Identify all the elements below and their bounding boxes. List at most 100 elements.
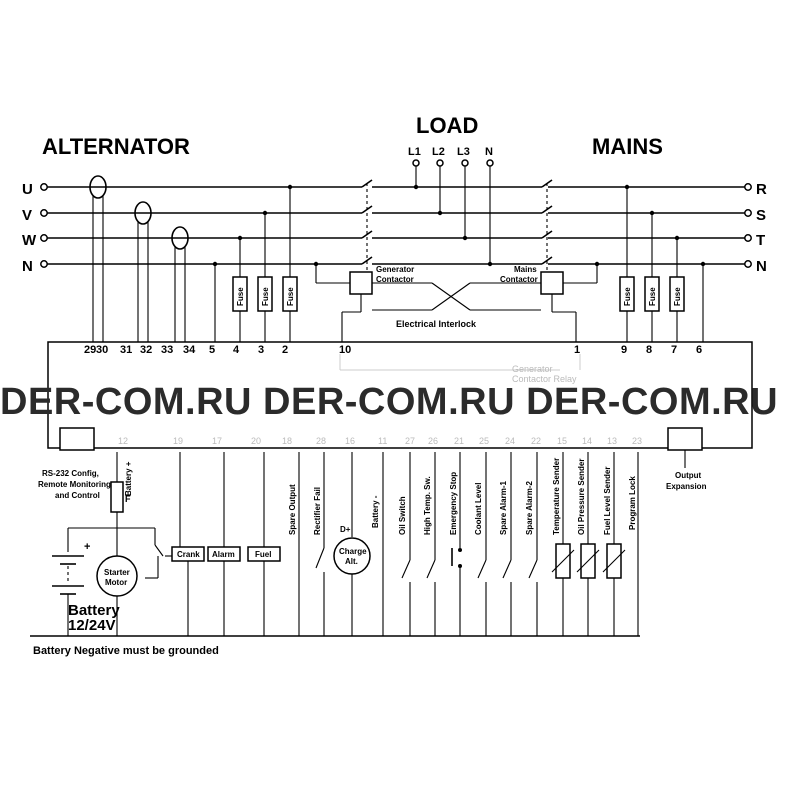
fuse-label: Fuse (261, 287, 270, 306)
alternator-phase-u: U (22, 181, 33, 198)
rs232-label-1: RS-232 Config, (42, 469, 99, 478)
bottom-terminal-23: 23 (632, 436, 642, 446)
ghost-text-1: Generator (512, 364, 553, 374)
starter-motor-label-2: Motor (105, 578, 127, 587)
rs232-label-3: and Control (55, 491, 100, 500)
fuse-alt-3: Fuse (257, 276, 273, 312)
bottom-terminal-28: 28 (316, 436, 326, 446)
starter-motor-label-1: Starter (104, 568, 130, 577)
top-terminal-30: 30 (96, 344, 108, 356)
generator-contactor-label-1: Generator (376, 265, 414, 274)
mains-contactor-label-1: Mains (514, 265, 537, 274)
load-line-l3: L3 (457, 146, 470, 158)
mains-phase-t: T (756, 232, 765, 249)
top-terminal-7: 7 (671, 344, 677, 356)
controller-module (47, 341, 753, 449)
signal-label-9: Temperature Sender (552, 458, 561, 535)
bottom-terminal-12: 12 (118, 436, 128, 446)
relay-wires (187, 452, 265, 636)
charge-alt-label-1: Charge (339, 547, 367, 556)
crank-label: Crank (177, 550, 200, 559)
load-title: LOAD (416, 113, 478, 138)
battery-symbol (52, 555, 84, 636)
rs232-label-2: Remote Monitoring (38, 480, 111, 489)
top-terminal-33: 33 (161, 344, 173, 356)
temperature-sender (551, 543, 575, 579)
signal-label-10: Oil Pressure Sender (577, 459, 586, 535)
top-terminal-4: 4 (233, 344, 240, 356)
bottom-terminal-21: 21 (454, 436, 464, 446)
bottom-terminal-26: 26 (428, 436, 438, 446)
mains-bus (548, 183, 752, 268)
signal-label-2: Battery - (371, 495, 380, 528)
charge-alt-dplus: D+ (340, 525, 351, 534)
signal-label-8: Spare Alarm-2 (525, 481, 534, 536)
bottom-terminal-16: 16 (345, 436, 355, 446)
mains-contactor-switches (541, 179, 553, 272)
bottom-terminal-27: 27 (405, 436, 415, 446)
top-terminal-31: 31 (120, 344, 132, 356)
fuse-label: Fuse (648, 287, 657, 306)
charge-alt-label-2: Alt. (345, 557, 358, 566)
fuse-label: Fuse (623, 287, 632, 306)
electrical-interlock-wiring (315, 264, 598, 342)
signal-wires (298, 452, 639, 636)
watermark: DER-COM.RU DER-COM.RU DER-COM.RU (0, 381, 778, 423)
alternator-phase-v: V (22, 207, 32, 224)
signal-label-5: Emergency Stop (449, 472, 458, 535)
bottom-terminal-17: 17 (212, 436, 222, 446)
output-expansion-label-1: Output (675, 471, 702, 480)
top-terminal-5: 5 (209, 344, 215, 356)
bottom-terminal-22: 22 (531, 436, 541, 446)
signal-label-0: Spare Output (288, 484, 297, 535)
generator-contactor-switches (361, 179, 373, 272)
output-expansion-label-2: Expansion (666, 482, 707, 491)
fuse-label: Fuse (673, 287, 682, 306)
electrical-interlock-label: Electrical Interlock (396, 319, 477, 329)
signal-label-1: Rectifier Fail (313, 487, 322, 535)
battery-plus-circuit (67, 452, 181, 579)
signal-label-7: Spare Alarm-1 (499, 481, 508, 536)
current-transformers (89, 175, 189, 342)
output-expansion-port (667, 427, 703, 451)
alarm-label: Alarm (212, 550, 235, 559)
signal-label-12: Program Lock (628, 476, 637, 530)
top-terminal-9: 9 (621, 344, 627, 356)
mains-contactor-label-2: Contactor (500, 275, 538, 284)
bottom-terminal-25: 25 (479, 436, 489, 446)
ghost-text-2: Contactor Relay (512, 374, 577, 384)
generator-contactor-coil (349, 271, 373, 295)
top-terminal-34: 34 (183, 344, 196, 356)
alternator-sensing (212, 184, 319, 342)
bottom-terminal-13: 13 (607, 436, 617, 446)
mains-contactor-coil (540, 271, 564, 295)
alternator-bus (40, 183, 362, 268)
bottom-terminal-18: 18 (282, 436, 292, 446)
top-terminal-8: 8 (646, 344, 652, 356)
signal-label-6: Coolant Level (474, 483, 483, 535)
bottom-terminal-15: 15 (557, 436, 567, 446)
fuse-label: Fuse (236, 287, 245, 306)
battery-label-1: Battery (68, 602, 120, 619)
fuse-mains-9: Fuse (619, 276, 635, 312)
rs232-port (59, 427, 95, 451)
signal-label-11: Fuel Level Sender (603, 467, 612, 535)
ground-note: Battery Negative must be grounded (33, 645, 219, 657)
top-terminal-32: 32 (140, 344, 152, 356)
top-terminal-1: 1 (574, 344, 580, 356)
bottom-terminal-19: 19 (173, 436, 183, 446)
top-terminal-29: 29 (84, 344, 96, 356)
load-line-l1: L1 (408, 146, 421, 158)
battery-plus-label: Battery + (124, 461, 133, 496)
bottom-terminal-24: 24 (505, 436, 515, 446)
bottom-terminal-11: 11 (378, 436, 387, 446)
battery-plus-sign: + (84, 541, 90, 553)
module-ghost-content: Generator Contactor Relay (339, 354, 581, 384)
fuse-f-label: F (125, 494, 131, 504)
fuse-mains-8: Fuse (644, 276, 660, 312)
top-terminal-10: 10 (339, 344, 351, 356)
fuse-mains-7: Fuse (669, 276, 685, 312)
